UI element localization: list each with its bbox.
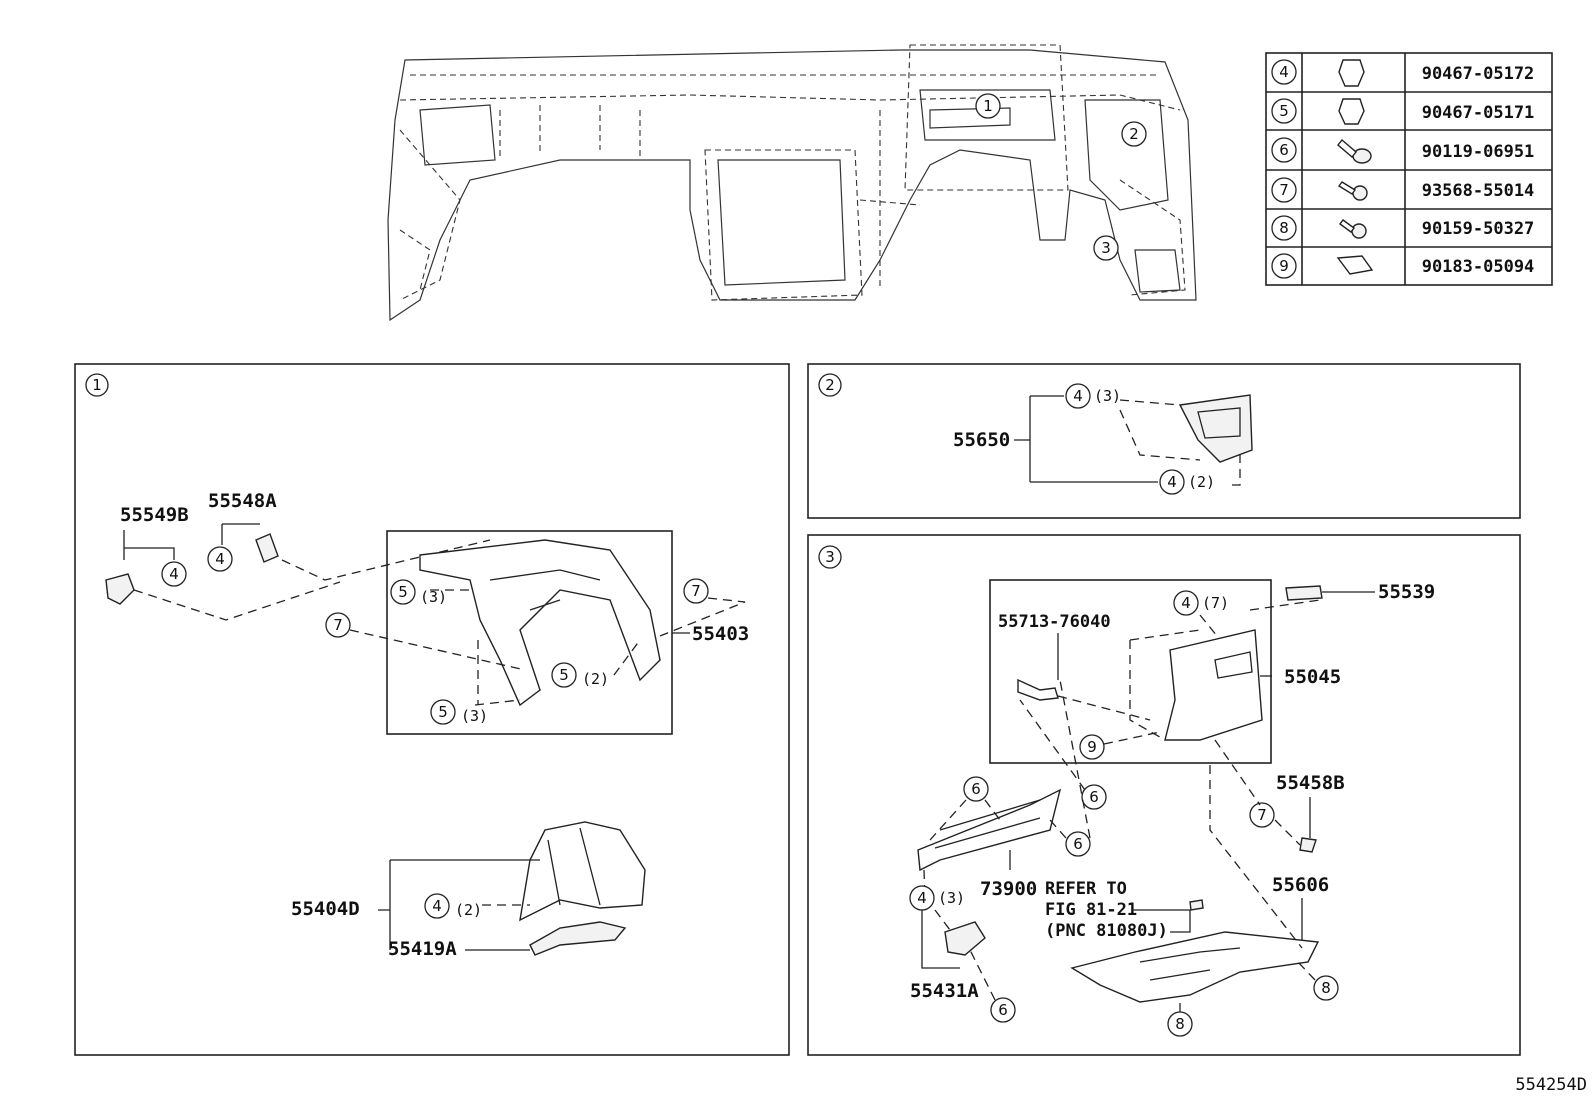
part-55458B [1299, 837, 1317, 853]
callout-4: 4 [215, 550, 225, 568]
part-55539-label: 55539 [1378, 581, 1435, 603]
part-73900 [917, 788, 1062, 872]
table-row: 4 90467-05172 [1271, 59, 1535, 87]
callout-6: 6 [998, 1001, 1008, 1019]
callout-4: 4 [917, 889, 927, 907]
zone-label-3: 3 [1101, 239, 1111, 257]
zone-label-2: 2 [1129, 125, 1139, 143]
callout-4: 4 [1167, 473, 1177, 491]
callout-5: 5 [559, 666, 569, 684]
table-row: 5 90467-05171 [1271, 98, 1535, 125]
callout-6: 6 [971, 780, 981, 798]
part-55419A [529, 921, 627, 956]
screw-icon [1339, 219, 1367, 239]
callout-6: 6 [1073, 835, 1083, 853]
part-55404D [519, 821, 646, 922]
callout-5: 5 [438, 703, 448, 721]
qty: (3) [938, 889, 965, 907]
zone-label-1: 1 [983, 97, 993, 115]
panel-1-label: 1 [92, 376, 102, 394]
qty: (2) [455, 901, 482, 919]
part-number: 90119-06951 [1422, 142, 1535, 162]
callout-6: 6 [1089, 788, 1099, 806]
callout-4: 4 [432, 897, 442, 915]
svg-text:7: 7 [1279, 181, 1289, 199]
part-55403 [419, 539, 661, 707]
refer-line-3: (PNC 81080J) [1045, 921, 1168, 941]
qty: (2) [582, 670, 609, 688]
table-row: 7 93568-55014 [1271, 177, 1535, 203]
callout-7: 7 [333, 616, 343, 634]
callout-7: 7 [691, 582, 701, 600]
part-55539 [1285, 585, 1323, 601]
part-number: 93568-55014 [1422, 181, 1535, 201]
qty: (3) [420, 588, 447, 606]
part-55606-label: 55606 [1272, 874, 1329, 896]
part-55549B [105, 573, 135, 605]
refer-clip [1189, 899, 1204, 911]
part-55713-76040 [1017, 678, 1059, 701]
callout-8: 8 [1321, 979, 1331, 997]
refer-line-2: FIG 81-21 [1045, 900, 1137, 920]
qty: (3) [461, 707, 488, 725]
panel-3-label: 3 [825, 548, 835, 566]
part-55548A [255, 533, 279, 563]
callout-7: 7 [1257, 806, 1267, 824]
panel-3: 3 55713-76040 4 (7) 55045 9 55539 55458B… [807, 534, 1521, 1056]
part-55650 [1178, 394, 1253, 463]
panel-2-label: 2 [825, 376, 835, 394]
svg-text:6: 6 [1279, 141, 1289, 159]
qty: (2) [1188, 473, 1215, 491]
part-number: 90467-05171 [1422, 103, 1535, 123]
callout-8: 8 [1175, 1015, 1185, 1033]
part-55650-label: 55650 [953, 429, 1010, 451]
part-55419A-label: 55419A [388, 938, 457, 960]
callout-4: 4 [169, 565, 179, 583]
drawing-code: 554254D [1515, 1075, 1587, 1095]
part-55548A-label: 55548A [208, 490, 277, 512]
svg-text:4: 4 [1279, 63, 1289, 81]
fastener-table: 4 90467-05172 5 90467-05171 6 90119-0695… [1265, 52, 1553, 286]
nut-icon [1336, 255, 1374, 275]
part-55549B-label: 55549B [120, 504, 189, 526]
part-number: 90183-05094 [1422, 257, 1535, 277]
callout-4: 4 [1181, 594, 1191, 612]
callout-4: 4 [1073, 387, 1083, 405]
panel-2: 2 55650 4 (3) 4 (2) [807, 363, 1521, 519]
part-55606 [1070, 931, 1320, 1003]
qty: (3) [1094, 387, 1121, 405]
panel-1: 1 55549B 4 55548A 4 5 (3) 7 5 (2) 5 (3) [74, 363, 790, 1056]
overview-zone-labels: 1 2 3 [975, 93, 1147, 261]
callout-9: 9 [1087, 738, 1097, 756]
svg-text:9: 9 [1279, 257, 1289, 275]
part-55403-label: 55403 [692, 623, 749, 645]
part-55713-76040-label: 55713-76040 [998, 612, 1111, 632]
part-number: 90159-50327 [1422, 219, 1535, 239]
svg-text:5: 5 [1279, 102, 1289, 120]
dashboard-overview [387, 44, 1197, 322]
part-55404D-label: 55404D [291, 898, 360, 920]
table-row: 6 90119-06951 [1271, 137, 1535, 164]
part-55431A-label: 55431A [910, 980, 979, 1002]
callout-5: 5 [398, 583, 408, 601]
clip-icon [1338, 59, 1365, 87]
svg-text:8: 8 [1279, 219, 1289, 237]
refer-line-1: REFER TO [1045, 879, 1127, 899]
bolt-icon [1337, 138, 1372, 164]
table-row: 9 90183-05094 [1271, 253, 1535, 279]
part-55458B-label: 55458B [1276, 772, 1345, 794]
part-55045 [1164, 629, 1263, 741]
part-number: 90467-05172 [1422, 64, 1535, 84]
clip-icon [1338, 98, 1365, 125]
part-55045-label: 55045 [1284, 666, 1341, 688]
part-55431A [944, 921, 986, 956]
qty: (7) [1202, 594, 1229, 612]
screw-icon [1337, 181, 1368, 201]
table-row: 8 90159-50327 [1271, 215, 1535, 241]
part-73900-label: 73900 [980, 878, 1037, 900]
